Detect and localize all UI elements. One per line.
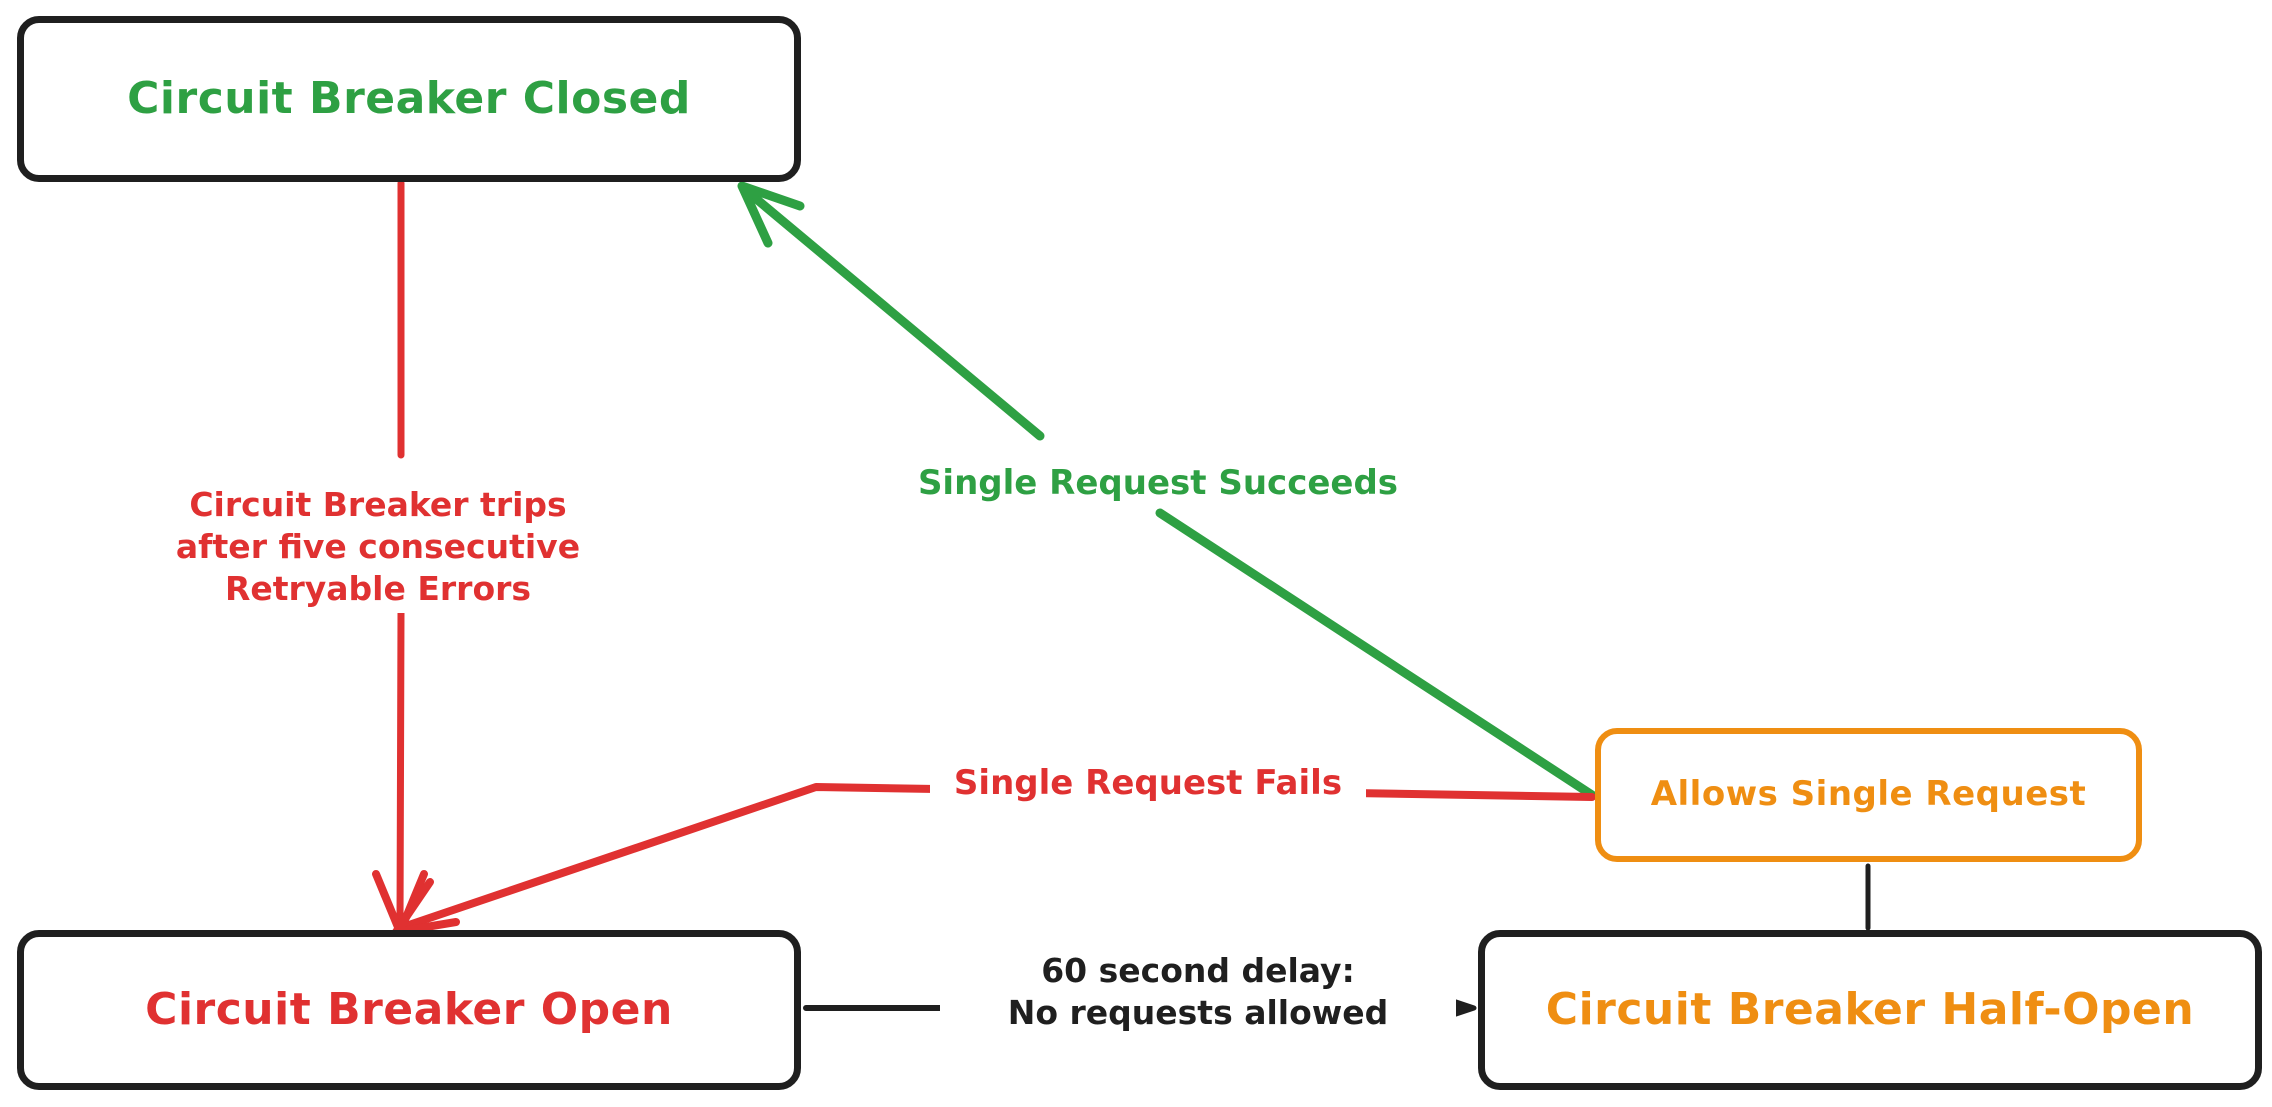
state-node-allows-single-request[interactable]: Allows Single Request <box>1595 728 2142 862</box>
state-node-circuit-breaker-closed[interactable]: Circuit Breaker Closed <box>17 16 801 182</box>
state-node-circuit-breaker-half-open[interactable]: Circuit Breaker Half-Open <box>1478 930 2262 1090</box>
edge-allows-to-open <box>392 783 1596 936</box>
edge-allows-to-closed <box>737 181 1597 800</box>
state-node-label: Circuit Breaker Open <box>145 983 673 1035</box>
edge-label-closed-to-open: Circuit Breaker trips after five consecu… <box>140 482 616 613</box>
edge-label-allows-to-open: Single Request Fails <box>930 760 1366 808</box>
edge-label-open-to-half-open: 60 second delay: No requests allowed <box>940 948 1456 1037</box>
state-node-label: Circuit Breaker Half-Open <box>1545 983 2195 1035</box>
state-node-label: Circuit Breaker Closed <box>127 72 691 124</box>
edge-label-allows-to-closed: Single Request Succeeds <box>905 460 1411 508</box>
state-node-circuit-breaker-open[interactable]: Circuit Breaker Open <box>17 930 801 1090</box>
state-node-label: Allows Single Request <box>1650 774 2087 815</box>
